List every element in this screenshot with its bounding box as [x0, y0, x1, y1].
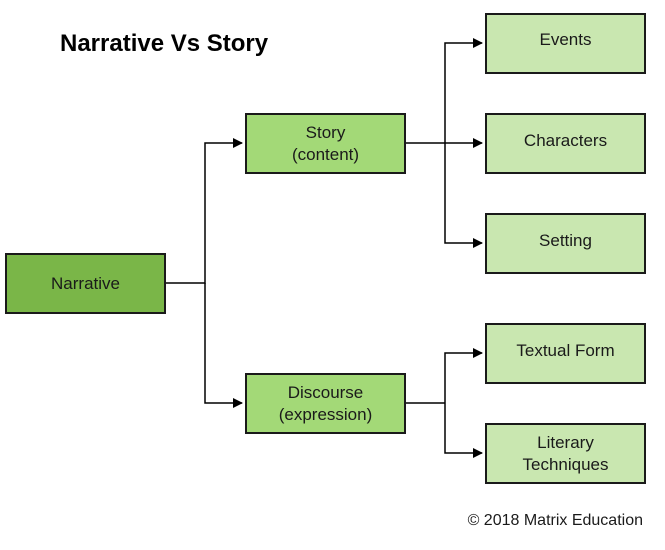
node-label: Discourse (expression) — [279, 382, 373, 426]
node-label-line: Literary — [537, 432, 594, 452]
node-characters: Characters — [485, 113, 646, 174]
node-textual-form: Textual Form — [485, 323, 646, 384]
copyright-footer: © 2018 Matrix Education — [467, 512, 643, 529]
connector-narrative-discourse — [204, 283, 243, 408]
node-label: Textual Form — [516, 340, 614, 362]
node-label-line: Characters — [523, 130, 608, 150]
node-label: Events — [540, 29, 592, 51]
node-narrative: Narrative — [5, 253, 166, 314]
diagram-title: Narrative Vs Story — [60, 30, 269, 57]
node-label-line: Techniques — [522, 454, 609, 474]
connector-story-events — [444, 38, 483, 143]
node-discourse: Discourse (expression) — [245, 373, 406, 434]
node-story: Story (content) — [245, 113, 406, 174]
node-setting: Setting — [485, 213, 646, 274]
node-label-line: Setting — [539, 230, 592, 250]
node-label-line: Textual Form — [516, 340, 615, 360]
node-label-line: Events — [539, 29, 592, 49]
connector-discourse-literary — [444, 403, 483, 458]
node-label-line: (expression) — [278, 404, 373, 424]
node-label: Setting — [539, 230, 592, 252]
node-label: Story (content) — [292, 122, 359, 166]
node-label-line: Narrative — [51, 273, 120, 293]
node-label-line: (content) — [291, 144, 360, 164]
connector-narrative — [165, 138, 243, 284]
connector-discourse-textual — [444, 348, 483, 403]
node-label: Narrative — [51, 273, 120, 295]
node-literary-techniques: Literary Techniques — [485, 423, 646, 484]
node-label-line: Story — [305, 122, 346, 142]
node-label: Characters — [524, 130, 607, 152]
node-label-line: Discourse — [287, 382, 364, 402]
connector-story-setting — [444, 143, 483, 248]
node-events: Events — [485, 13, 646, 74]
node-label: Literary Techniques — [522, 432, 608, 476]
